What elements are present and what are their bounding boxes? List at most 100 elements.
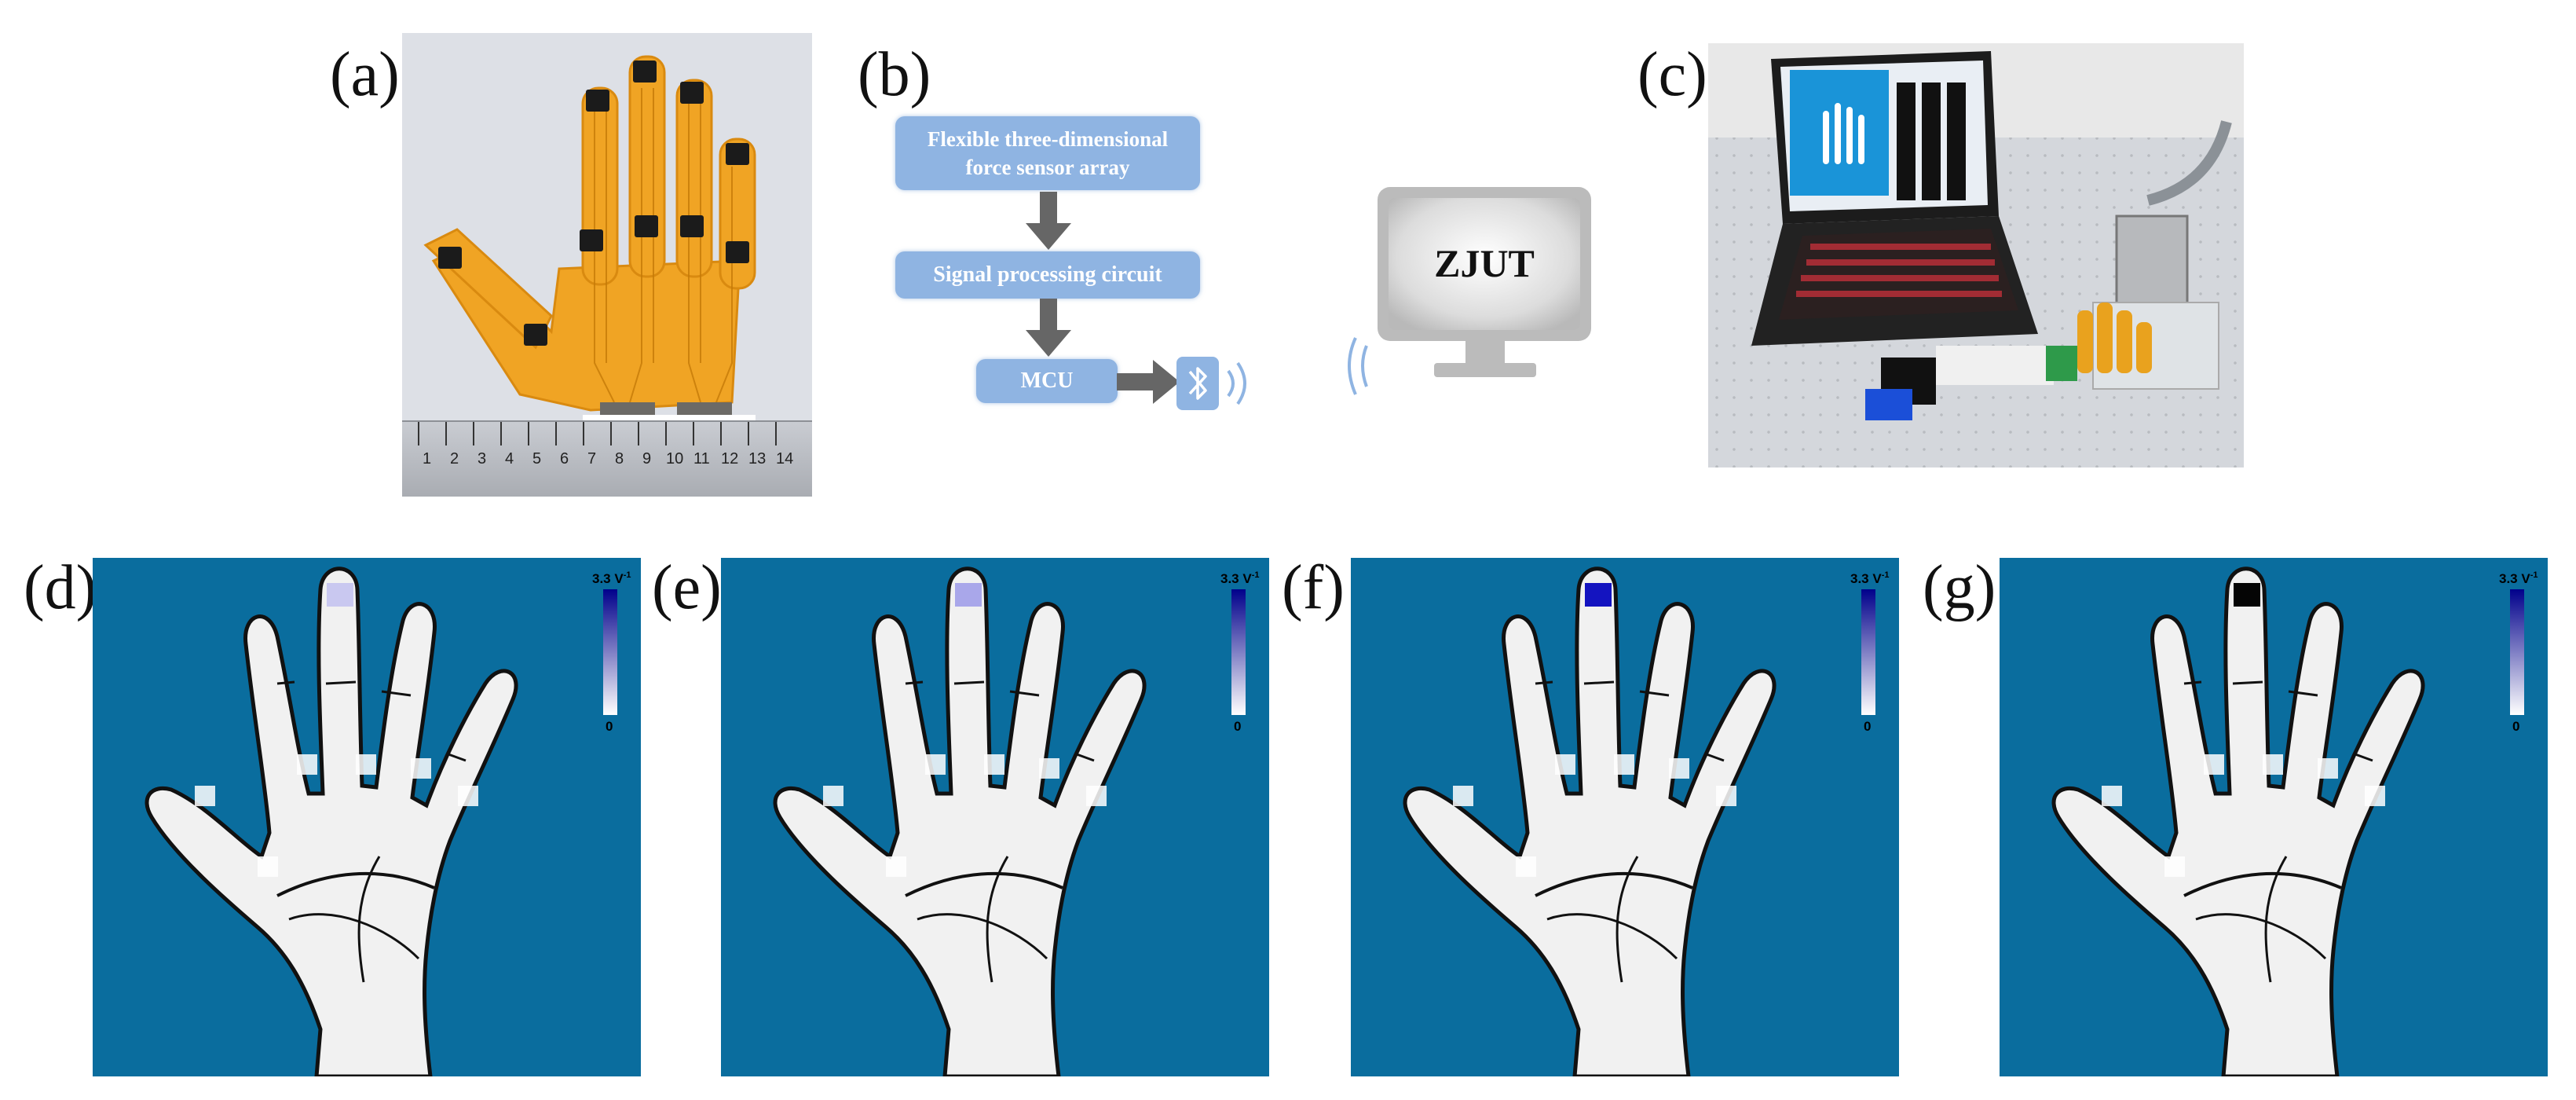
palm-crease <box>1535 680 1553 685</box>
sensor-square <box>2164 856 2185 877</box>
scale-max-exponent: -1 <box>2530 570 2538 580</box>
ruler-number: 9 <box>642 450 652 468</box>
palm-crease <box>1639 690 1670 697</box>
ruler-number: 10 <box>666 450 684 468</box>
panel-label-f: (f) <box>1282 553 1345 622</box>
palm-crease <box>1706 753 1725 762</box>
hand-heatmap: 3.3 V-10 <box>1403 566 1890 1076</box>
sensor-square <box>1453 786 1473 806</box>
sensor-square <box>458 786 478 806</box>
sensor-square <box>356 754 376 775</box>
scale-max-label: 3.3 V-1 <box>2499 570 2538 586</box>
panel-label-a: (a) <box>330 40 400 109</box>
monitor-text: ZJUT <box>1434 241 1535 285</box>
palm-crease <box>2288 690 2318 697</box>
ruler-number: 11 <box>693 450 710 468</box>
palm-crease <box>2355 753 2373 762</box>
flow-box-signal-processing: Signal processing circuit <box>895 251 1200 299</box>
sensor-square <box>297 754 317 775</box>
palm-crease <box>905 680 924 685</box>
ruler-number: 12 <box>721 450 739 468</box>
fingertip-sensor <box>955 583 982 607</box>
hand-outline <box>773 566 1147 1076</box>
sensor-square <box>258 856 278 877</box>
palm-crease <box>986 856 1009 983</box>
ruler-number: 14 <box>776 450 794 468</box>
scale-max-exponent: -1 <box>1882 570 1890 580</box>
hand-heatmap: 3.3 V-1 0 <box>145 566 631 1076</box>
palm-crease <box>2232 680 2263 685</box>
sensor-square <box>2318 758 2338 779</box>
heat-panel-d: 3.3 V-1 0 <box>93 558 641 1076</box>
palm-crease <box>325 680 357 685</box>
palm-crease <box>1076 753 1095 762</box>
hand-outline <box>145 566 518 1076</box>
sensor-square <box>411 758 431 779</box>
flow-box-mcu: MCU <box>976 359 1118 403</box>
palm-crease <box>1615 856 1639 983</box>
ruler-number: 5 <box>532 450 542 468</box>
scale-min-label: 0 <box>606 719 613 734</box>
palm-crease <box>381 690 412 697</box>
sensor-square <box>984 754 1004 775</box>
ruler-number: 7 <box>587 450 597 468</box>
ruler-number: 3 <box>478 450 487 468</box>
fingertip-sensor <box>2234 583 2260 607</box>
palm-crease <box>1535 871 1693 897</box>
panel-label-e: (e) <box>652 553 722 622</box>
scale-min-label: 0 <box>1234 719 1241 734</box>
fingertip-sensor <box>1585 583 1612 607</box>
scale-min-label: 0 <box>2512 719 2519 734</box>
scale-max-label: 3.3 V-1 <box>1220 570 1259 586</box>
color-scale-bar <box>2510 589 2524 715</box>
color-scale-bar <box>1861 589 1875 715</box>
flexible-sensor-glove-photo: 1 2 3 4 5 6 7 8 9 10 11 12 13 14 <box>402 33 812 497</box>
sensor-square <box>1555 754 1575 775</box>
palm-crease <box>2183 680 2202 685</box>
palm-crease <box>276 680 295 685</box>
bluetooth-icon <box>1176 357 1246 410</box>
flow-box-sensor-line1: Flexible three-dimensional <box>927 127 1169 151</box>
palm-crease <box>905 871 1063 897</box>
palm-crease <box>1009 690 1040 697</box>
sensor-square <box>195 786 215 806</box>
sensor-square <box>1516 856 1536 877</box>
scale-max-exponent: -1 <box>1252 570 1260 580</box>
palm-crease <box>357 856 381 983</box>
ruler-number: 13 <box>748 450 767 468</box>
sensor-square <box>1039 758 1059 779</box>
down-arrow-icon <box>1026 192 1071 250</box>
hand-outline <box>1403 566 1776 1076</box>
panel-label-g: (g) <box>1923 553 1996 622</box>
hand-heatmap: 3.3 V-1 0 <box>2051 566 2538 1076</box>
palm-crease <box>953 680 985 685</box>
sensor-square <box>925 754 946 775</box>
flow-box-sensor-array: Flexible three-dimensional force sensor … <box>895 116 1200 190</box>
setup-illustration <box>1708 43 2244 420</box>
palm-crease <box>276 871 435 897</box>
scale-min-label: 0 <box>1864 719 1871 734</box>
heat-panel-e: 3.3 V-1 0 <box>721 558 1269 1076</box>
hand-heatmap: 3.3 V-1 0 <box>773 566 1259 1076</box>
scale-max-exponent: -1 <box>624 570 631 580</box>
ruler-number: 2 <box>450 450 459 468</box>
sensor-square <box>2102 786 2122 806</box>
scale-max-label: 3.3 V-1 <box>592 570 631 586</box>
color-scale-bar <box>603 589 617 715</box>
experimental-setup-photo <box>1708 43 2244 468</box>
sensor-square <box>1614 754 1634 775</box>
panel-label-b: (b) <box>858 40 931 109</box>
palm-crease <box>1583 680 1615 685</box>
flow-box-sensor-line2: force sensor array <box>965 156 1130 179</box>
sensor-square <box>1716 786 1736 806</box>
panel-label-d: (d) <box>24 553 97 622</box>
ruler-number: 1 <box>423 450 432 468</box>
ruler-number: 6 <box>560 450 569 468</box>
glove-illustration <box>423 55 756 423</box>
palm-crease <box>2264 856 2288 983</box>
heat-panel-g: 3.3 V-1 0 <box>2000 558 2548 1076</box>
sensor-square <box>2263 754 2283 775</box>
sensor-square <box>1086 786 1107 806</box>
monitor-icon: ZJUT <box>1348 187 1591 395</box>
